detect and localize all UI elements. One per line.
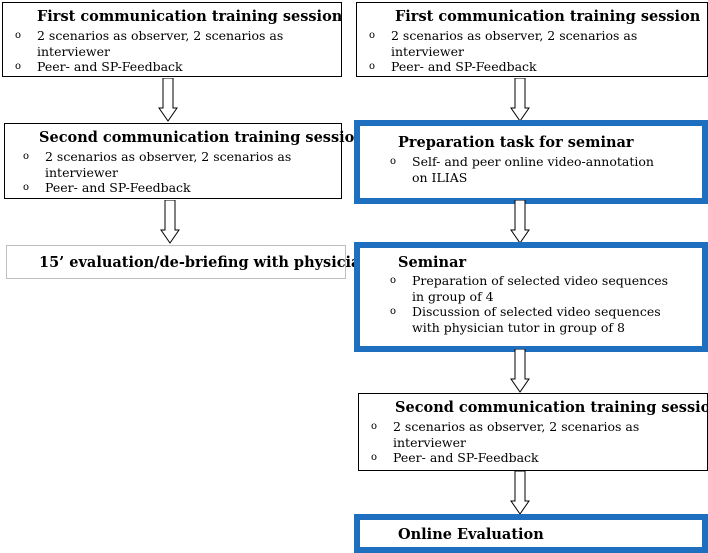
left-second-session-box: Second communication training session 2 … [4,123,365,199]
list-item: Peer- and SP-Feedback [11,180,333,196]
down-arrow [510,471,530,515]
down-arrow [158,78,178,122]
list-item: Preparation of selected video sequences … [378,273,682,304]
down-arrow [510,78,530,122]
list-item: 2 scenarios as observer, 2 scenarios as … [359,419,673,450]
left-evaluation-title: 15’ evaluation/de-briefing with physicia… [39,254,371,271]
list-item: Peer- and SP-Feedback [3,59,333,75]
list-item: Discussion of selected video sequences w… [378,304,692,335]
right-preparation-task-title: Preparation task for seminar [398,134,634,151]
list-item: 2 scenarios as observer, 2 scenarios as … [357,28,671,59]
down-arrow [510,200,530,244]
list-item: Peer- and SP-Feedback [357,59,699,75]
left-first-session-title: First communication training session [37,8,343,25]
right-second-session-title: Second communication training session [395,399,708,416]
list-item: Peer- and SP-Feedback [359,450,699,466]
down-arrow [510,349,530,393]
right-seminar-title: Seminar [398,254,467,271]
right-preparation-task-box: Preparation task for seminar Self- and p… [354,120,708,204]
right-second-session-box: Second communication training session 2 … [358,393,708,471]
right-first-session-box: First communication training session 2 s… [356,2,708,77]
left-evaluation-box: 15’ evaluation/de-briefing with physicia… [6,245,371,279]
right-online-evaluation-box: Online Evaluation [354,514,708,553]
list-item: 2 scenarios as observer, 2 scenarios as … [3,28,317,59]
right-seminar-box: Seminar Preparation of selected video se… [354,242,708,352]
down-arrow [160,200,180,244]
right-first-session-title: First communication training session [395,8,701,25]
list-item: 2 scenarios as observer, 2 scenarios as … [11,149,315,180]
right-online-evaluation-title: Online Evaluation [398,526,544,543]
left-first-session-box: First communication training session 2 s… [2,2,342,77]
list-item: Self- and peer online video-annotation o… [378,154,662,185]
left-second-session-title: Second communication training session [39,129,365,146]
